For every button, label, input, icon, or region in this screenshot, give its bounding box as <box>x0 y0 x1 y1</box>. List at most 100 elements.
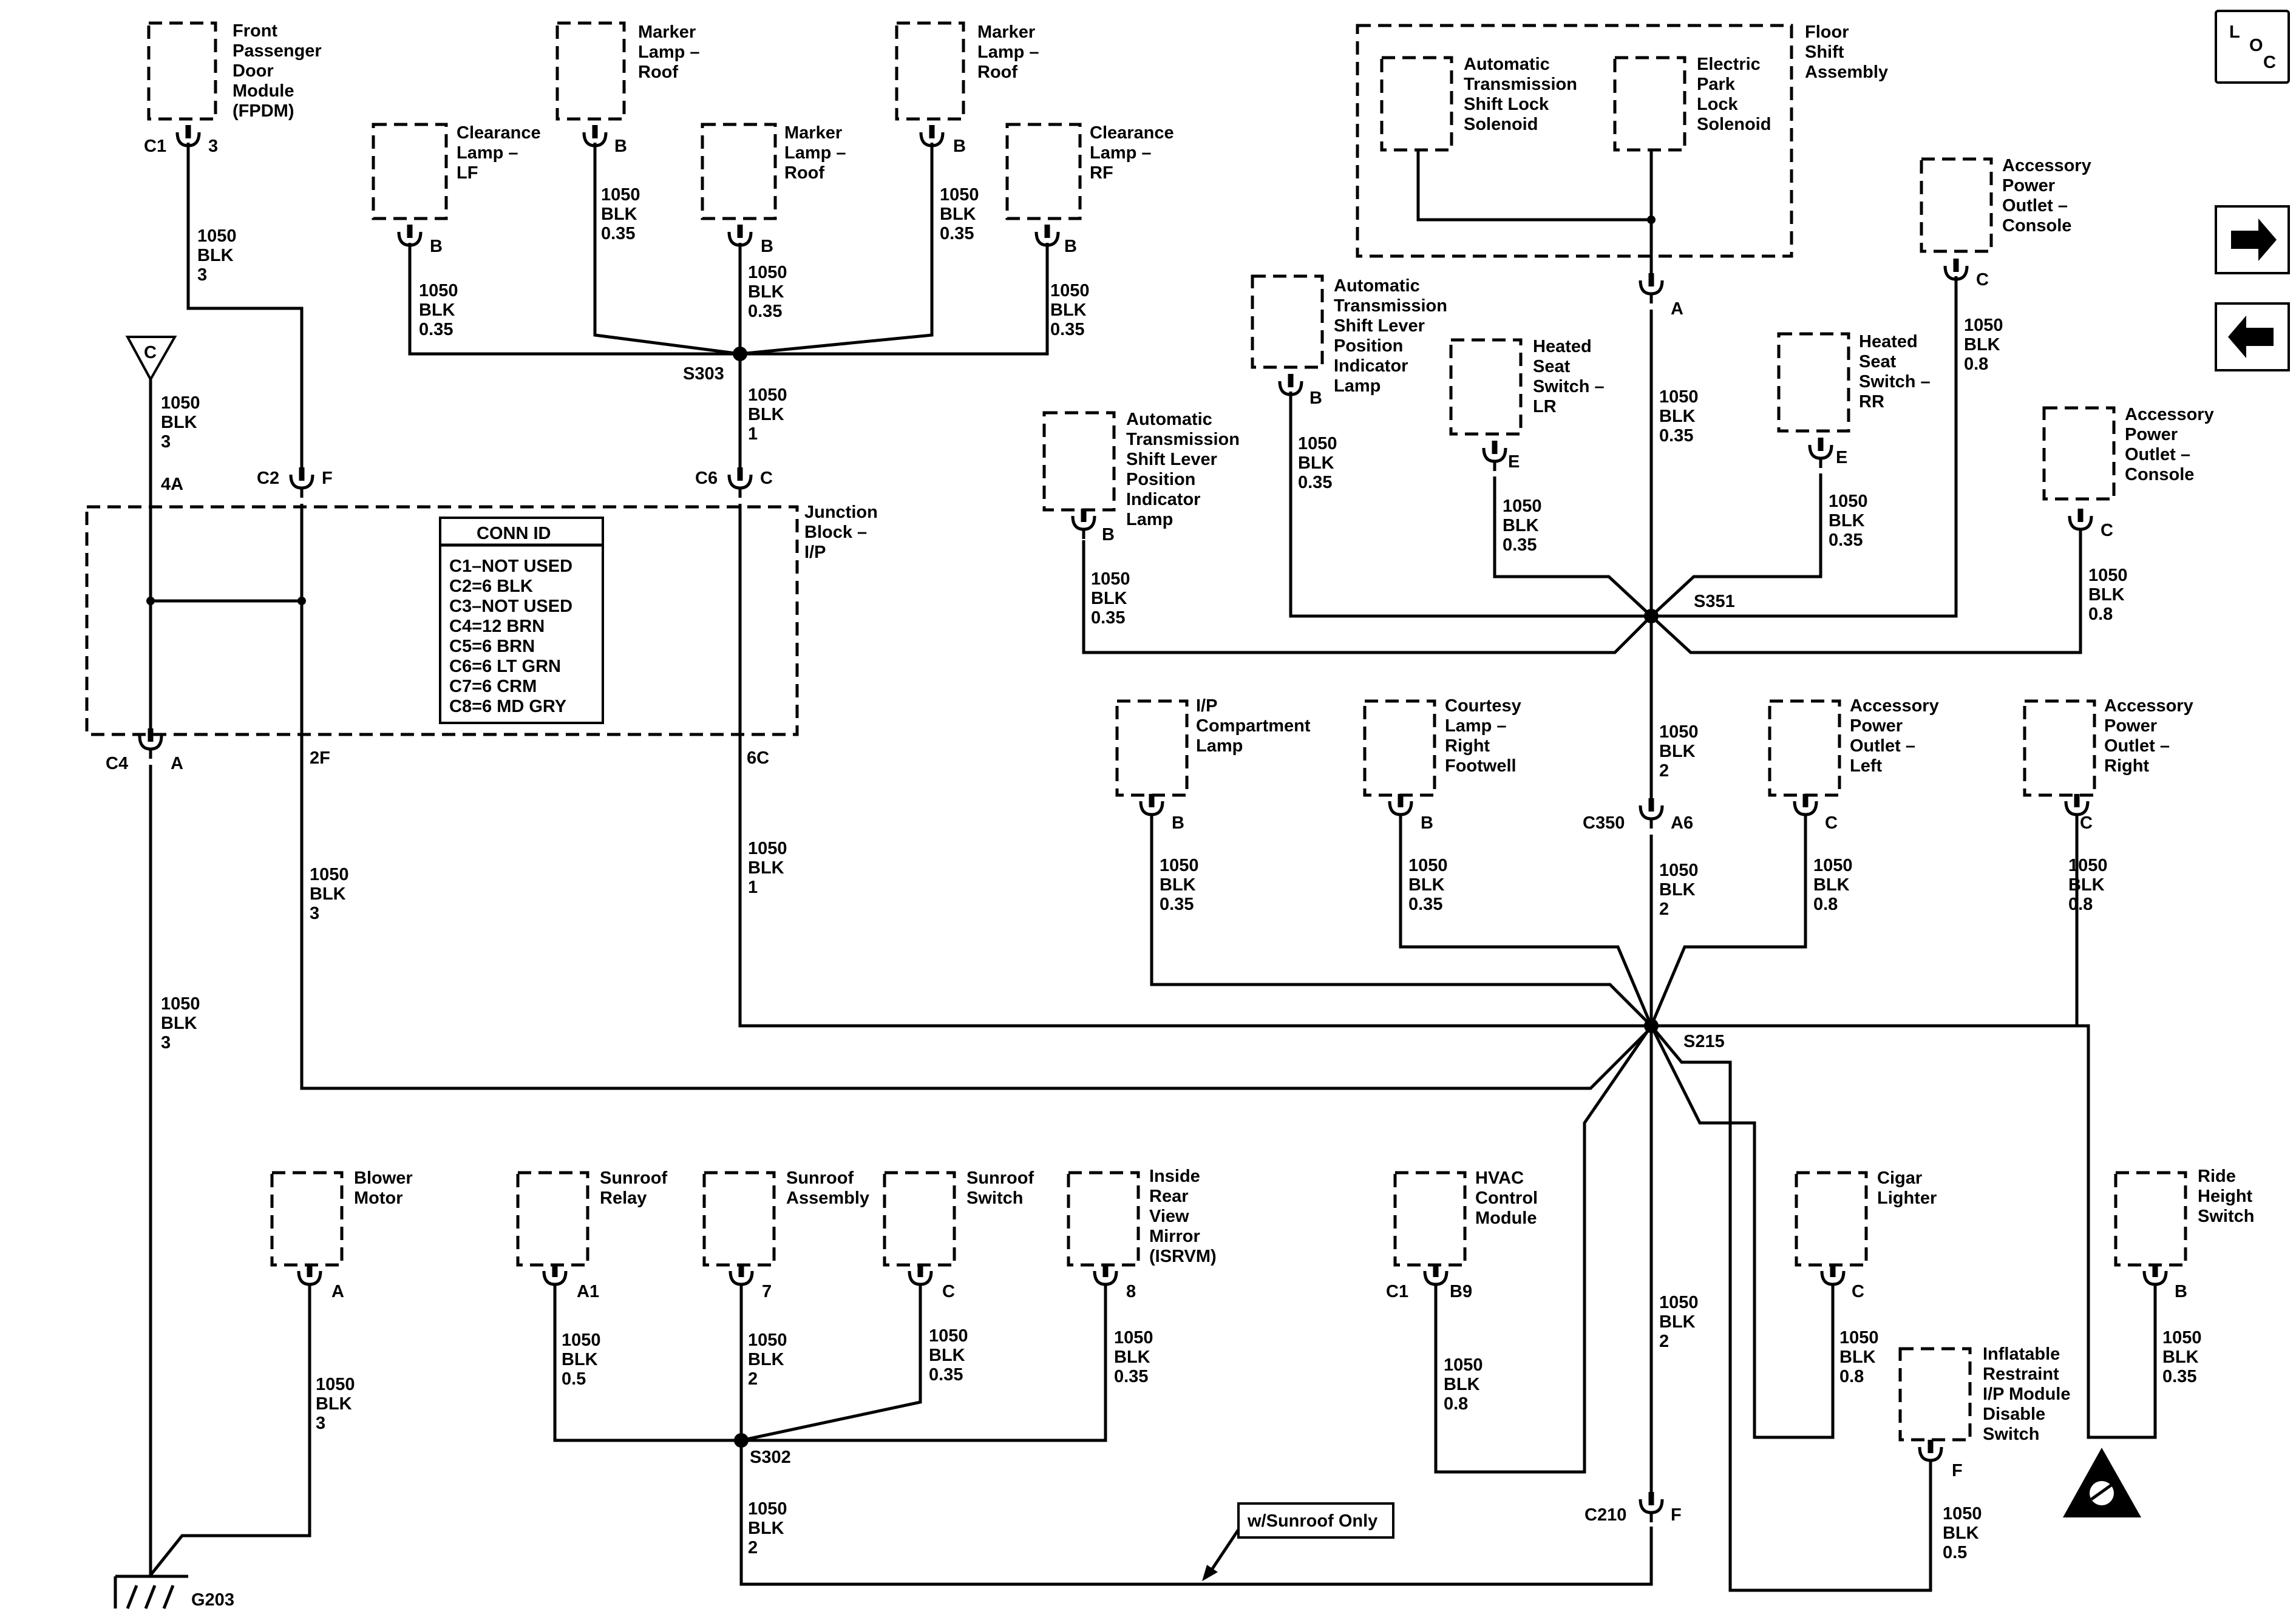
connector-cup <box>1093 1264 1118 1294</box>
connector-labels: C1 3 B B B B B S303 C2 F C6 C 4A C4 A 2F… <box>106 137 2187 1525</box>
ground-c-symbol: C <box>125 336 177 382</box>
shift-lock-solenoid-box <box>1380 56 1453 152</box>
connector-cup <box>542 1264 568 1294</box>
connector-label: C1 <box>144 137 166 156</box>
splice-s303 <box>733 347 747 361</box>
connector-cup <box>2142 1264 2168 1294</box>
heated-seat-lr-box <box>1449 338 1523 436</box>
connector-label: C2 <box>257 469 279 488</box>
pin-label: 3 <box>208 137 218 156</box>
connector-cup <box>175 125 201 155</box>
pin-label: 6C <box>747 748 769 768</box>
splices <box>146 215 1659 1448</box>
pin-label: A6 <box>1671 813 1693 833</box>
conn-row: C2=6 BLK <box>449 577 533 596</box>
svg-text:L: L <box>2229 22 2240 42</box>
connector-cup <box>727 225 753 255</box>
conn-row: C1–NOT USED <box>449 557 572 576</box>
back-arrow-icon[interactable] <box>2215 302 2290 371</box>
connector-cup <box>1943 259 1969 289</box>
pin-label: F <box>1952 1461 1963 1480</box>
pin-label: B <box>1102 525 1115 544</box>
pin-label: B <box>1172 813 1184 833</box>
marker-roof-right-box <box>895 21 965 121</box>
pin-label: 7 <box>762 1282 772 1301</box>
connector-label: C4 <box>106 754 128 773</box>
wires <box>149 143 2157 1592</box>
splice-label: S303 <box>683 364 724 384</box>
loc-icon[interactable]: L O C <box>2215 10 2290 84</box>
connector-cup <box>729 1264 754 1294</box>
pin-label: C <box>1976 270 1989 290</box>
pin-label: C <box>760 469 773 488</box>
conn-row: C6=6 LT GRN <box>449 657 561 676</box>
connector-cup <box>1808 438 1833 468</box>
ip-compartment-box <box>1115 699 1189 797</box>
connector-cup <box>1034 225 1060 255</box>
pin-label: C <box>1852 1282 1864 1301</box>
forward-arrow-icon[interactable] <box>2215 205 2290 274</box>
connector-cup <box>2068 509 2093 539</box>
fpdm-box <box>147 21 217 121</box>
clearance-rf-box <box>1005 123 1082 220</box>
pin-label: 2F <box>310 748 330 768</box>
cigar-lighter-box <box>1795 1171 1868 1267</box>
apo-right-box <box>2023 699 2096 797</box>
heated-seat-rr-box <box>1777 332 1850 433</box>
sunroof-relay-box <box>516 1171 589 1267</box>
pin-label: C <box>1825 813 1838 833</box>
ground-g203-symbol: G203 <box>114 1575 234 1610</box>
pin-label: 8 <box>1126 1282 1136 1301</box>
junction-dot-jb-right <box>297 597 306 605</box>
conn-row: C5=6 BRN <box>449 637 535 656</box>
svg-text:O: O <box>2249 36 2263 55</box>
sunroof-assembly-box <box>702 1171 776 1267</box>
splice-s302 <box>734 1433 749 1448</box>
conn-id-table: CONN ID C1–NOT USED C2=6 BLK C3–NOT USED… <box>439 517 604 724</box>
pin-label: C <box>2080 813 2093 833</box>
pin-label: B9 <box>1450 1282 1472 1301</box>
splice-s351 <box>1644 609 1659 623</box>
connector-label: C6 <box>695 469 718 488</box>
pin-label: E <box>1836 448 1847 467</box>
pin-label: C <box>942 1282 955 1301</box>
connector-cup <box>1139 794 1164 824</box>
sunroof-switch-box <box>883 1171 956 1267</box>
pin-label: B <box>761 237 773 256</box>
marker-roof-left-box <box>555 21 626 121</box>
